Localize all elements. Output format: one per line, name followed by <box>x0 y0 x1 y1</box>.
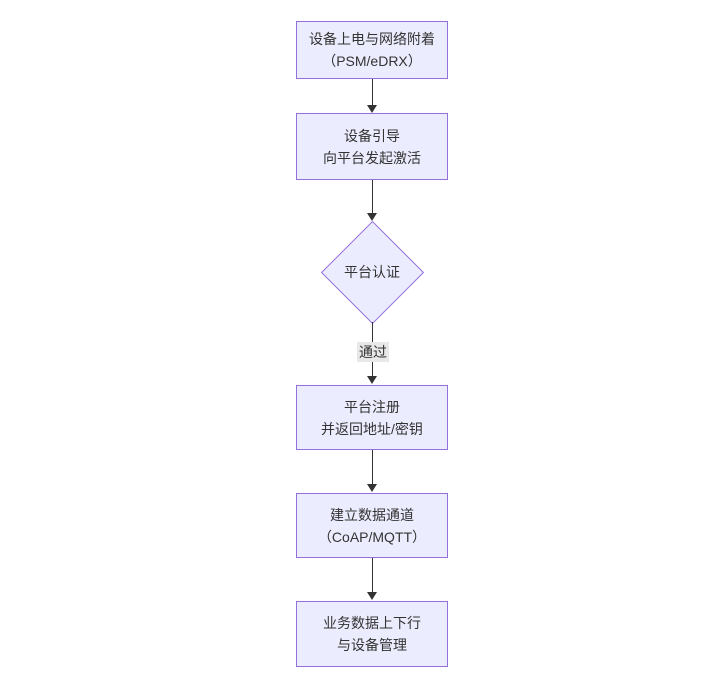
node-label-line: （PSM/eDRX） <box>322 53 422 69</box>
arrowhead-icon <box>367 592 377 600</box>
arrowhead-icon <box>367 376 377 384</box>
arrowhead-icon <box>367 213 377 221</box>
node-label-line: 并返回地址/密钥 <box>321 420 423 437</box>
edge-bootstrap-to-auth <box>372 180 373 214</box>
node-label-line: 建立数据通道 <box>330 506 414 523</box>
edge-channel-to-business <box>372 558 373 593</box>
node-label-line: 平台注册 <box>344 398 400 415</box>
node-label-line: 设备引导 <box>344 127 400 144</box>
node-platform-auth-decision: 平台认证 <box>320 220 424 324</box>
arrowhead-icon <box>367 105 377 113</box>
node-power-network-attach: 设备上电与网络附着 （PSM/eDRX） <box>296 21 448 79</box>
node-label-line: 与设备管理 <box>337 637 407 653</box>
node-platform-register: 平台注册 并返回地址/密钥 <box>296 385 448 450</box>
node-label-line: 平台认证 <box>344 264 400 280</box>
node-label-line: 业务数据上下行 <box>323 615 421 631</box>
node-data-channel: 建立数据通道 （CoAP/MQTT） <box>296 493 448 558</box>
edge-label-pass: 通过 <box>357 342 389 362</box>
edge-attach-to-bootstrap <box>372 79 373 106</box>
node-device-bootstrap: 设备引导 向平台发起激活 <box>296 113 448 180</box>
edge-register-to-channel <box>372 450 373 485</box>
node-label-line: 设备上电与网络附着 <box>309 31 435 47</box>
arrowhead-icon <box>367 484 377 492</box>
node-business-data: 业务数据上下行 与设备管理 <box>296 601 448 667</box>
node-label-line: 向平台发起激活 <box>323 149 421 166</box>
node-label-line: （CoAP/MQTT） <box>317 528 427 545</box>
